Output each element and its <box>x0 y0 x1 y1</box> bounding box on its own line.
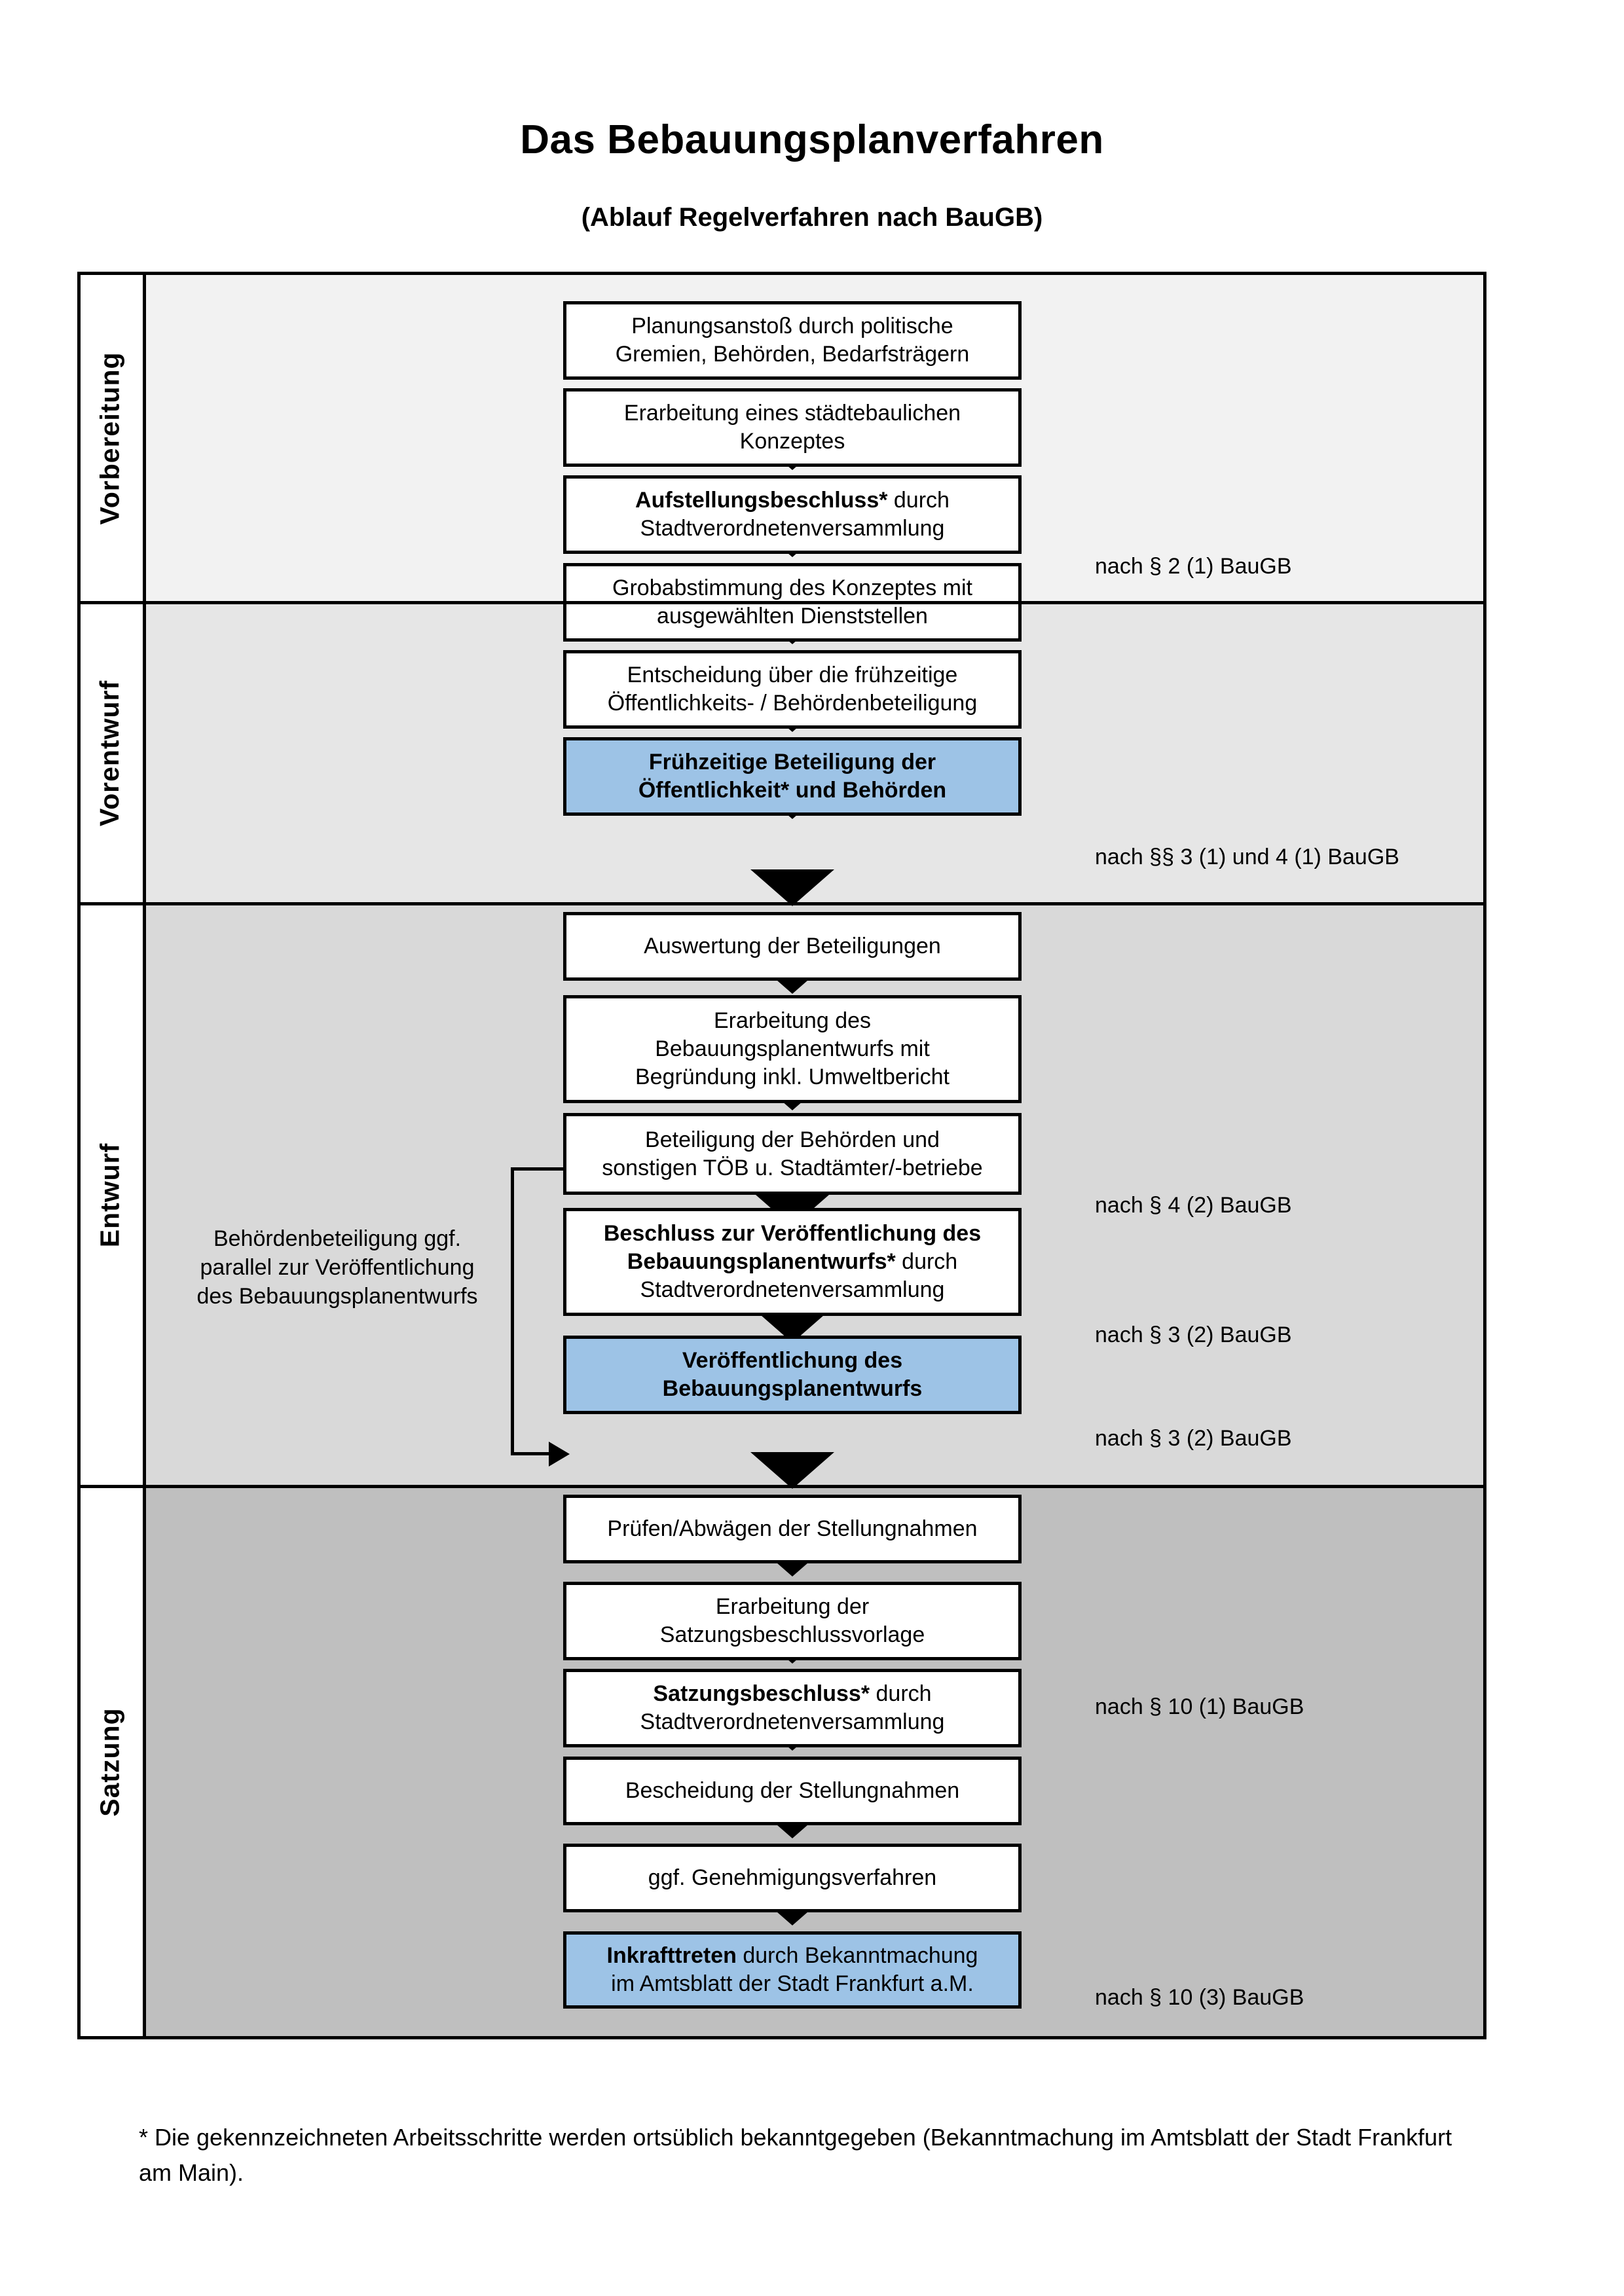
legal-ref-3-2-a: nach § 3 (2) BauGB <box>1095 1322 1292 1347</box>
legal-ref-10-1: nach § 10 (1) BauGB <box>1095 1694 1304 1719</box>
step-line: ggf. Genehmigungsverfahren <box>648 1865 937 1891</box>
legal-ref-4-2: nach § 4 (2) BauGB <box>1095 1193 1292 1218</box>
step-line: Begründung inkl. Umweltbericht <box>635 1064 950 1089</box>
step-line: sonstigen TÖB u. Stadtämter/-betriebe <box>602 1155 983 1180</box>
step-line: Erarbeitung der <box>715 1594 870 1620</box>
step-line: Gremien, Behörden, Bedarfsträgern <box>615 342 970 367</box>
step-bold: Beschluss zur Veröffentlichung des Bebau… <box>603 1221 982 1275</box>
step-line: Stadtverordnetenversammlung <box>640 516 945 541</box>
page-subtitle: (Ablauf Regelverfahren nach BauGB) <box>581 203 1043 232</box>
step-beschluss-veroeffentlichung[interactable]: Beschluss zur Veröffentlichung des Bebau… <box>563 1208 1022 1316</box>
legal-ref-3-1-4-1: nach §§ 3 (1) und 4 (1) BauGB <box>1095 845 1399 869</box>
step-genehmigungsverfahren[interactable]: ggf. Genehmigungsverfahren <box>563 1844 1022 1912</box>
step-bescheidung[interactable]: Bescheidung der Stellungnahmen <box>563 1757 1022 1825</box>
step-line: Stadtverordnetenversammlung <box>640 1709 945 1734</box>
step-bold: Satzungsbeschluss* <box>653 1681 870 1707</box>
legal-ref-10-3: nach § 10 (3) BauGB <box>1095 1985 1304 2010</box>
phase-label-entwurf: Entwurf <box>77 905 143 1485</box>
parallel-process-connector <box>511 1167 570 1467</box>
step-bold: Aufstellungsbeschluss* <box>635 488 888 513</box>
step-line: Bebauungsplanentwurfs mit <box>655 1036 930 1062</box>
step-line: Öffentlichkeits- / Behördenbeteiligung <box>607 691 978 716</box>
step-line: durch <box>870 1681 932 1707</box>
step-line: Prüfen/Abwägen der Stellungnahmen <box>607 1516 978 1542</box>
step-bold: Veröffentlichung des Bebauungsplanentwur… <box>662 1348 923 1401</box>
step-beteiligung-behoerden[interactable]: Beteiligung der Behörden und sonstigen TÖ… <box>563 1113 1022 1195</box>
sidenote-behoerdenbeteiligung: Behördenbeteiligung ggf. parallel zur Ve… <box>196 1226 478 1309</box>
step-line: Konzeptes <box>739 429 845 454</box>
step-line: Erarbeitung des <box>713 1008 872 1034</box>
phase-label-satzung: Satzung <box>77 1488 143 2036</box>
step-auswertung[interactable]: Auswertung der Beteiligungen <box>563 912 1022 981</box>
step-line: Grobabstimmung des Konzeptes mit <box>612 575 972 601</box>
step-line: Stadtverordnetenversammlung <box>640 1277 945 1302</box>
step-line: Entscheidung über die frühzeitige <box>627 663 958 688</box>
step-line: Auswertung der Beteiligungen <box>644 934 941 959</box>
step-line: Satzungsbeschlussvorlage <box>659 1622 925 1647</box>
phase-label-vorbereitung: Vorbereitung <box>77 275 143 601</box>
step-fruehzeitige-beteiligung[interactable]: Frühzeitige Beteiligung der Öffentlichke… <box>563 737 1022 816</box>
step-line: Erarbeitung eines städtebaulichen <box>623 401 961 426</box>
phase-column-divider <box>143 272 146 2039</box>
flow-arrow <box>750 1452 834 1489</box>
step-line: Planungsanstoß durch politische <box>631 314 953 339</box>
step-line: Bescheidung der Stellungnahmen <box>625 1778 960 1804</box>
step-line: im Amtsblatt der Stadt Frankfurt a.M. <box>611 1971 974 1996</box>
step-line: durch Bekanntmachung <box>736 1943 978 1969</box>
step-bold: Frühzeitige Beteiligung der Öffentlichke… <box>638 750 947 803</box>
step-line: durch <box>895 1249 958 1275</box>
page-title: Das Bebauungsplanverfahren <box>520 117 1104 162</box>
step-bold: Inkrafttreten <box>606 1943 737 1969</box>
step-line: Beteiligung der Behörden und <box>645 1127 940 1152</box>
legal-ref-2-1: nach § 2 (1) BauGB <box>1095 554 1292 579</box>
footnote: * Die gekennzeichneten Arbeitsschritte w… <box>139 2124 1452 2186</box>
step-line: ausgewählten Dienststellen <box>657 604 928 629</box>
phase-label-vorentwurf: Vorentwurf <box>77 604 143 902</box>
legal-ref-3-2-b: nach § 3 (2) BauGB <box>1095 1426 1292 1451</box>
step-pruefen-abwaegen[interactable]: Prüfen/Abwägen der Stellungnahmen <box>563 1495 1022 1563</box>
phase-divider <box>77 601 1486 604</box>
step-line: durch <box>887 488 950 513</box>
step-veroeffentlichung[interactable]: Veröffentlichung des Bebauungsplanentwur… <box>563 1336 1022 1414</box>
diagram-frame <box>77 272 1486 2039</box>
phase-divider <box>77 902 1486 905</box>
phase-divider <box>77 1485 1486 1488</box>
flow-arrow <box>750 869 834 906</box>
